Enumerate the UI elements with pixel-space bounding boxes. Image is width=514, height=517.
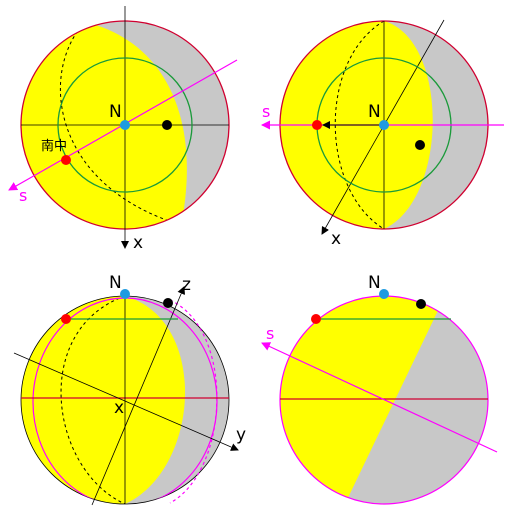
north-label: N — [109, 273, 122, 293]
latitude-circle — [57, 57, 193, 193]
y-axis-label: y — [236, 425, 246, 445]
panel-bottom-right: N s — [261, 273, 498, 505]
south-label: s — [262, 102, 270, 121]
y-axis — [13, 352, 239, 451]
x-axis-label: x — [133, 233, 143, 253]
z-axis-label: z — [182, 275, 191, 295]
south-label: s — [19, 186, 27, 205]
panel-top-left: N 南中 s x — [8, 6, 238, 253]
transit-point-marker — [61, 314, 71, 324]
north-pole-marker — [379, 120, 389, 130]
night-region — [125, 296, 229, 504]
north-pole-marker — [120, 120, 130, 130]
panel-bottom-left: N z x y — [13, 273, 246, 506]
sun-direction-axis — [261, 342, 498, 453]
north-pole-marker — [379, 289, 389, 299]
observer-point-marker — [416, 299, 426, 309]
transit-point-marker — [311, 314, 321, 324]
transit-point-marker — [312, 120, 322, 130]
observer-point-marker — [415, 140, 425, 150]
z-axis — [91, 286, 185, 506]
x-axis-label: x — [331, 229, 341, 249]
observer-point-marker — [162, 120, 172, 130]
panel-top-right: N s x — [261, 19, 504, 249]
north-label: N — [109, 102, 122, 122]
north-label: N — [368, 273, 381, 293]
transit-point-marker — [61, 155, 71, 165]
x-axis-label: x — [114, 398, 124, 418]
observer-point-marker — [163, 298, 173, 308]
north-pole-marker — [120, 289, 130, 299]
terminator-hidden-arc — [59, 21, 173, 223]
meridian-hidden-arc — [169, 299, 218, 504]
south-label: s — [266, 324, 274, 343]
terminator-hidden-arc — [60, 296, 126, 504]
transit-label: 南中 — [41, 138, 67, 154]
terminator-hidden-arc — [334, 21, 385, 229]
night-region — [345, 296, 488, 504]
north-label: N — [368, 102, 381, 122]
